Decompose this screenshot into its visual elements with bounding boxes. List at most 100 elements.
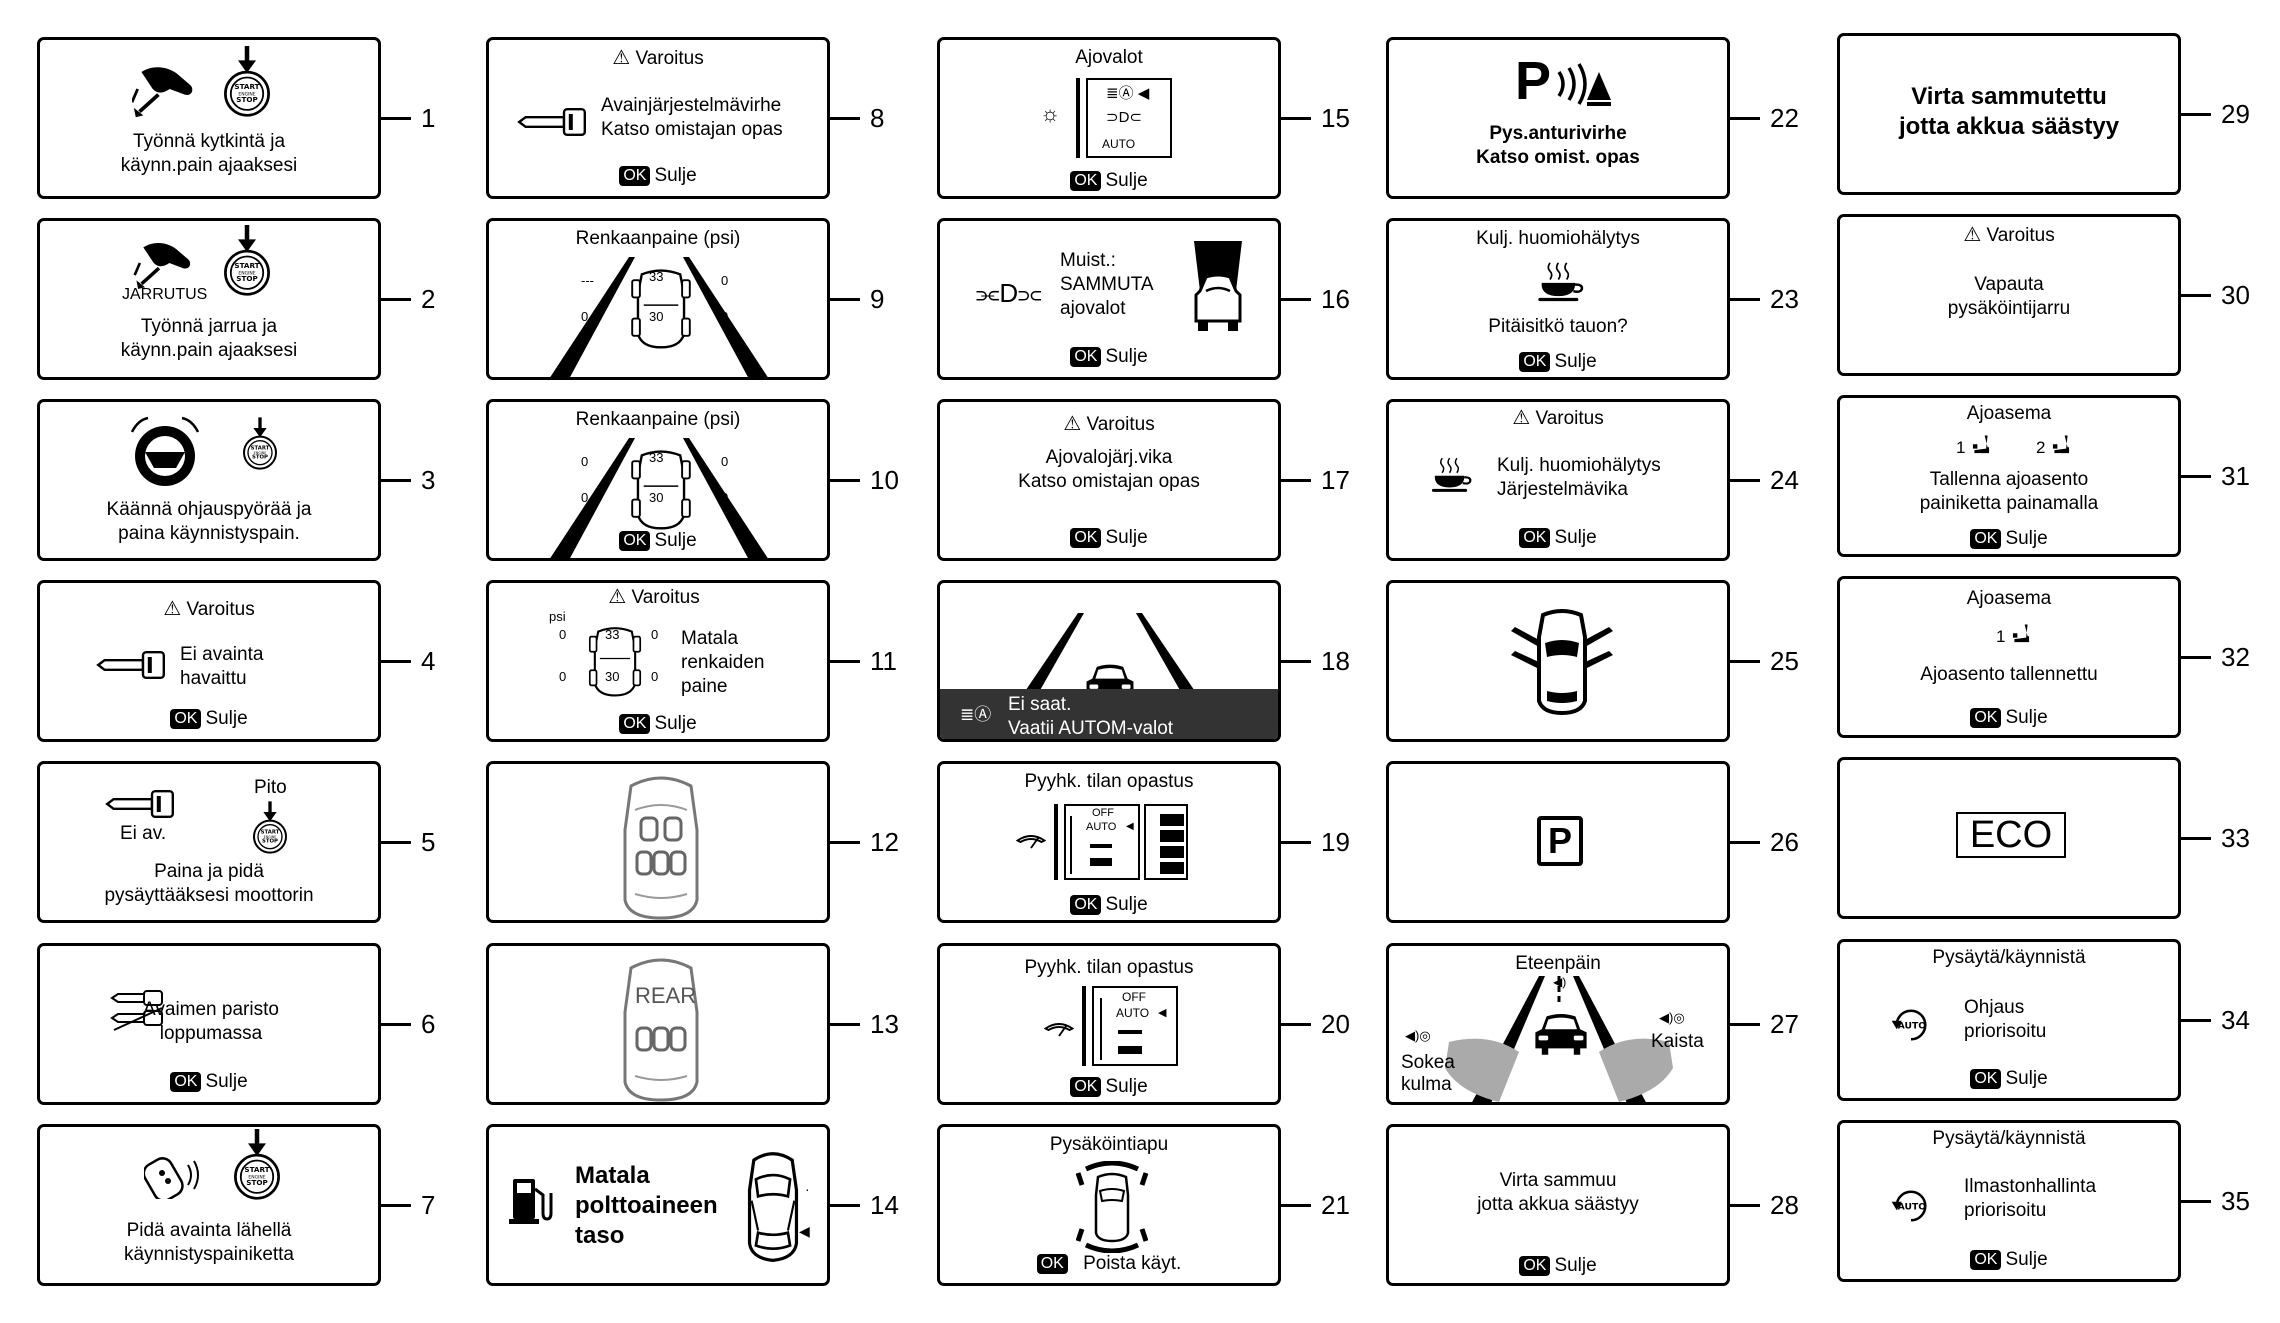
tyre-pressure-title: Renkaanpaine (psi) [575,409,741,430]
front-left-value: 0 [581,454,589,469]
message-panel-3: Käännä ohjauspyörää ja paina käynnistysp… [37,399,381,561]
auto-label: AUTO [1086,821,1117,833]
ok-badge: OK [1070,171,1102,191]
callout-line [381,1023,411,1026]
forward-title: Eteenpäin [1515,953,1601,974]
message-panel-14: Matala polttoaineen taso · ◀ [486,1124,830,1286]
message-panel-13: REAR [486,943,830,1105]
coffee-cup-icon [1429,456,1473,494]
warning-triangle-icon: ⚠ [612,47,631,69]
callout-number: 20 [1321,1009,1350,1039]
callout-number: 29 [2221,99,2250,129]
callout-number: 18 [1321,646,1350,676]
auto-stop-start-icon [1890,1185,1932,1227]
rear-right-value: 0 [651,669,659,684]
callout-line [381,479,411,482]
message-panel-5: Ei av. Pito Paina ja pidä pysäyttääksesi… [37,761,381,923]
lever-track [1070,816,1072,874]
panel-14-text: Matala polttoaineen taso [575,1162,718,1249]
callout-number: 9 [870,284,885,314]
callout-number: 6 [421,1009,436,1039]
ok-badge: OK [1970,708,2002,728]
panel-35-text: Ilmastonhallinta priorisoitu [1964,1176,2097,1221]
ok-badge: OK [1970,529,2002,549]
stop-start-title: Pysäytä/käynnistä [1932,947,2086,968]
callout-line [2181,1200,2211,1203]
callout-number: 12 [870,827,899,857]
key-icon [94,649,168,681]
callout-line [1730,841,1760,844]
start-stop-button-icon [240,416,280,472]
wiper-lever-bar [1082,986,1086,1066]
parking-brake-symbol: P [1537,816,1583,866]
fuel-door-arrow-icon: ◀ [799,1223,810,1239]
callout-number: 25 [1770,646,1799,676]
start-stop-button-icon [220,46,274,118]
callout-line [830,298,860,301]
seat-icon [1970,434,1992,456]
message-panel-18: ≣Ⓐ Ei saat. Vaatii AUTOM-valot [937,580,1281,742]
driver-attention-title: Kulj. huomiohälytys [1476,228,1640,249]
callout-number: 26 [1770,827,1799,857]
rear-seats-icon [623,958,699,1102]
callout-line [2181,656,2211,659]
seat-1-label: 1 [1956,438,1966,457]
warning-title: Varoitus [1086,414,1155,435]
callout-number: 27 [1770,1009,1799,1039]
eco-mode-indicator: ECO [1956,812,2066,858]
callout-number: 11 [870,646,897,676]
callout-line [830,479,860,482]
wiper-mode-diagram: OFF AUTO ◀ [1064,804,1140,880]
callout-line [2181,1019,2211,1022]
lever-track [1100,998,1102,1060]
panel-3-text: Käännä ohjauspyörää ja paina käynnistysp… [106,499,312,544]
seat-icon [2010,623,2032,645]
seat-2-label: 2 [2036,438,2046,457]
sensitivity-block [1160,830,1184,842]
warning-triangle-icon: ⚠ [608,586,627,608]
callout-line [830,1204,860,1207]
callout-number: 14 [870,1190,899,1220]
blind-spot-label: Sokea kulma [1401,1052,1455,1095]
driving-position-title: Ajoasema [1966,403,2052,424]
callout-number: 23 [1770,284,1799,314]
callout-line [830,660,860,663]
panel-31-text: Tallenna ajoasento painiketta painamalla [1919,469,2099,514]
ok-badge: OK [170,709,202,729]
panel-11-text: Matala renkaiden paine [681,628,765,697]
panel-34-text: Ohjaus priorisoitu [1964,997,2047,1042]
front-value: 33 [605,627,620,642]
auto-headlight-icon: ≣Ⓐ [960,705,992,724]
panel-4-text: Ei avainta havaittu [180,644,264,689]
callout-line [830,841,860,844]
close-label: Sulje [2005,528,2048,549]
panel-32-text: Ajoasento tallennettu [1920,664,2098,685]
close-label: Sulje [654,530,697,551]
callout-line [1281,298,1311,301]
door-open-icon [1511,609,1613,716]
rear-value: 30 [649,490,664,505]
unit-label: psi [549,609,566,624]
fuel-pump-icon [509,1179,553,1224]
callout-number: 28 [1770,1190,1799,1220]
callout-number: 1 [421,103,436,133]
wiper-lever-bar [1054,804,1058,880]
road-lanes-icon [550,257,768,377]
callout-number: 32 [2221,642,2250,672]
callout-number: 22 [1770,103,1799,133]
message-panel-24: ⚠ Varoitus Kulj. huomiohälytys Järjestel… [1386,399,1730,561]
close-label: Sulje [1105,1076,1148,1097]
start-stop-button-icon [230,1129,284,1201]
close-label: Sulje [2005,1249,2048,1270]
message-panel-31: Ajoasema 1 2 Tallenna ajoasento painiket… [1837,395,2181,557]
rear-label: REAR [635,983,697,1008]
front-sensor-icon: ◀) [1553,975,1567,989]
front-value: 33 [649,450,664,465]
smart-key-fob-icon [144,1157,199,1199]
panel-29-text: Virta sammutettu jotta akkua säästyy [1898,83,2120,140]
wiper-title: Pyyhk. tilan opastus [1024,771,1194,792]
